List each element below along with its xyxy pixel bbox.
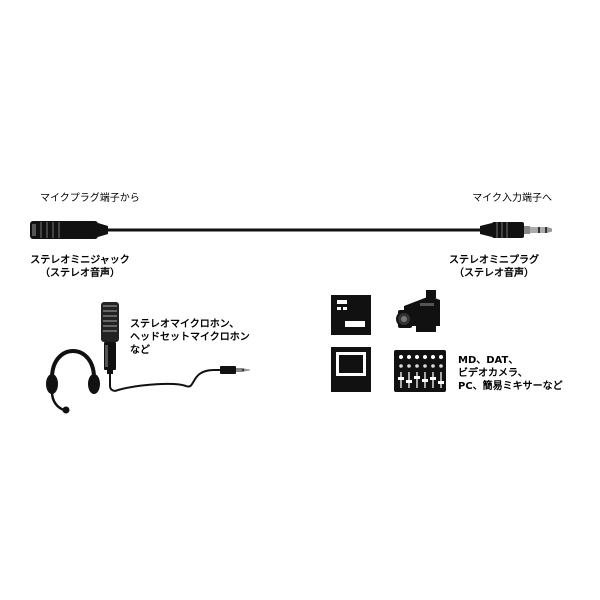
video-camera-icon — [396, 290, 440, 332]
left-jack-title: ステレオミニジャック — [30, 255, 130, 266]
md-recorder-icon — [331, 295, 371, 335]
stereo-mini-jack-icon — [30, 221, 108, 239]
left-source-label: マイクプラグ端子から — [40, 193, 140, 204]
mic-line-2: ヘッドセットマイクロホン — [130, 332, 250, 343]
mic-devices-label: ステレオマイクロホン、 ヘッドセットマイクロホン など — [130, 318, 250, 357]
right-plug-title: ステレオミニプラグ — [449, 255, 539, 266]
mic-line-3: など — [130, 345, 150, 356]
right-plug-label: ステレオミニプラグ （ステレオ音声） — [432, 254, 556, 280]
device-line-3: PC、簡易ミキサーなど — [458, 381, 563, 392]
left-jack-subtitle: （ステレオ音声） — [40, 268, 120, 279]
headset-icon — [46, 349, 100, 414]
mic-plug-icon — [220, 366, 250, 374]
stereo-mini-plug-icon — [480, 222, 552, 238]
right-target-label: マイク入力端子へ — [472, 193, 552, 204]
microphone-icon — [101, 302, 119, 374]
recording-devices-label: MD、DAT、 ビデオカメラ、 PC、簡易ミキサーなど — [458, 354, 563, 393]
left-jack-label: ステレオミニジャック （ステレオ音声） — [20, 254, 140, 280]
device-line-2: ビデオカメラ、 — [458, 368, 528, 379]
mic-cable — [109, 369, 220, 392]
right-plug-subtitle: （ステレオ音声） — [454, 268, 534, 279]
device-line-1: MD、DAT、 — [458, 355, 519, 366]
mic-line-1: ステレオマイクロホン、 — [130, 319, 240, 330]
pc-monitor-icon — [331, 347, 371, 392]
mixer-icon — [394, 350, 446, 392]
